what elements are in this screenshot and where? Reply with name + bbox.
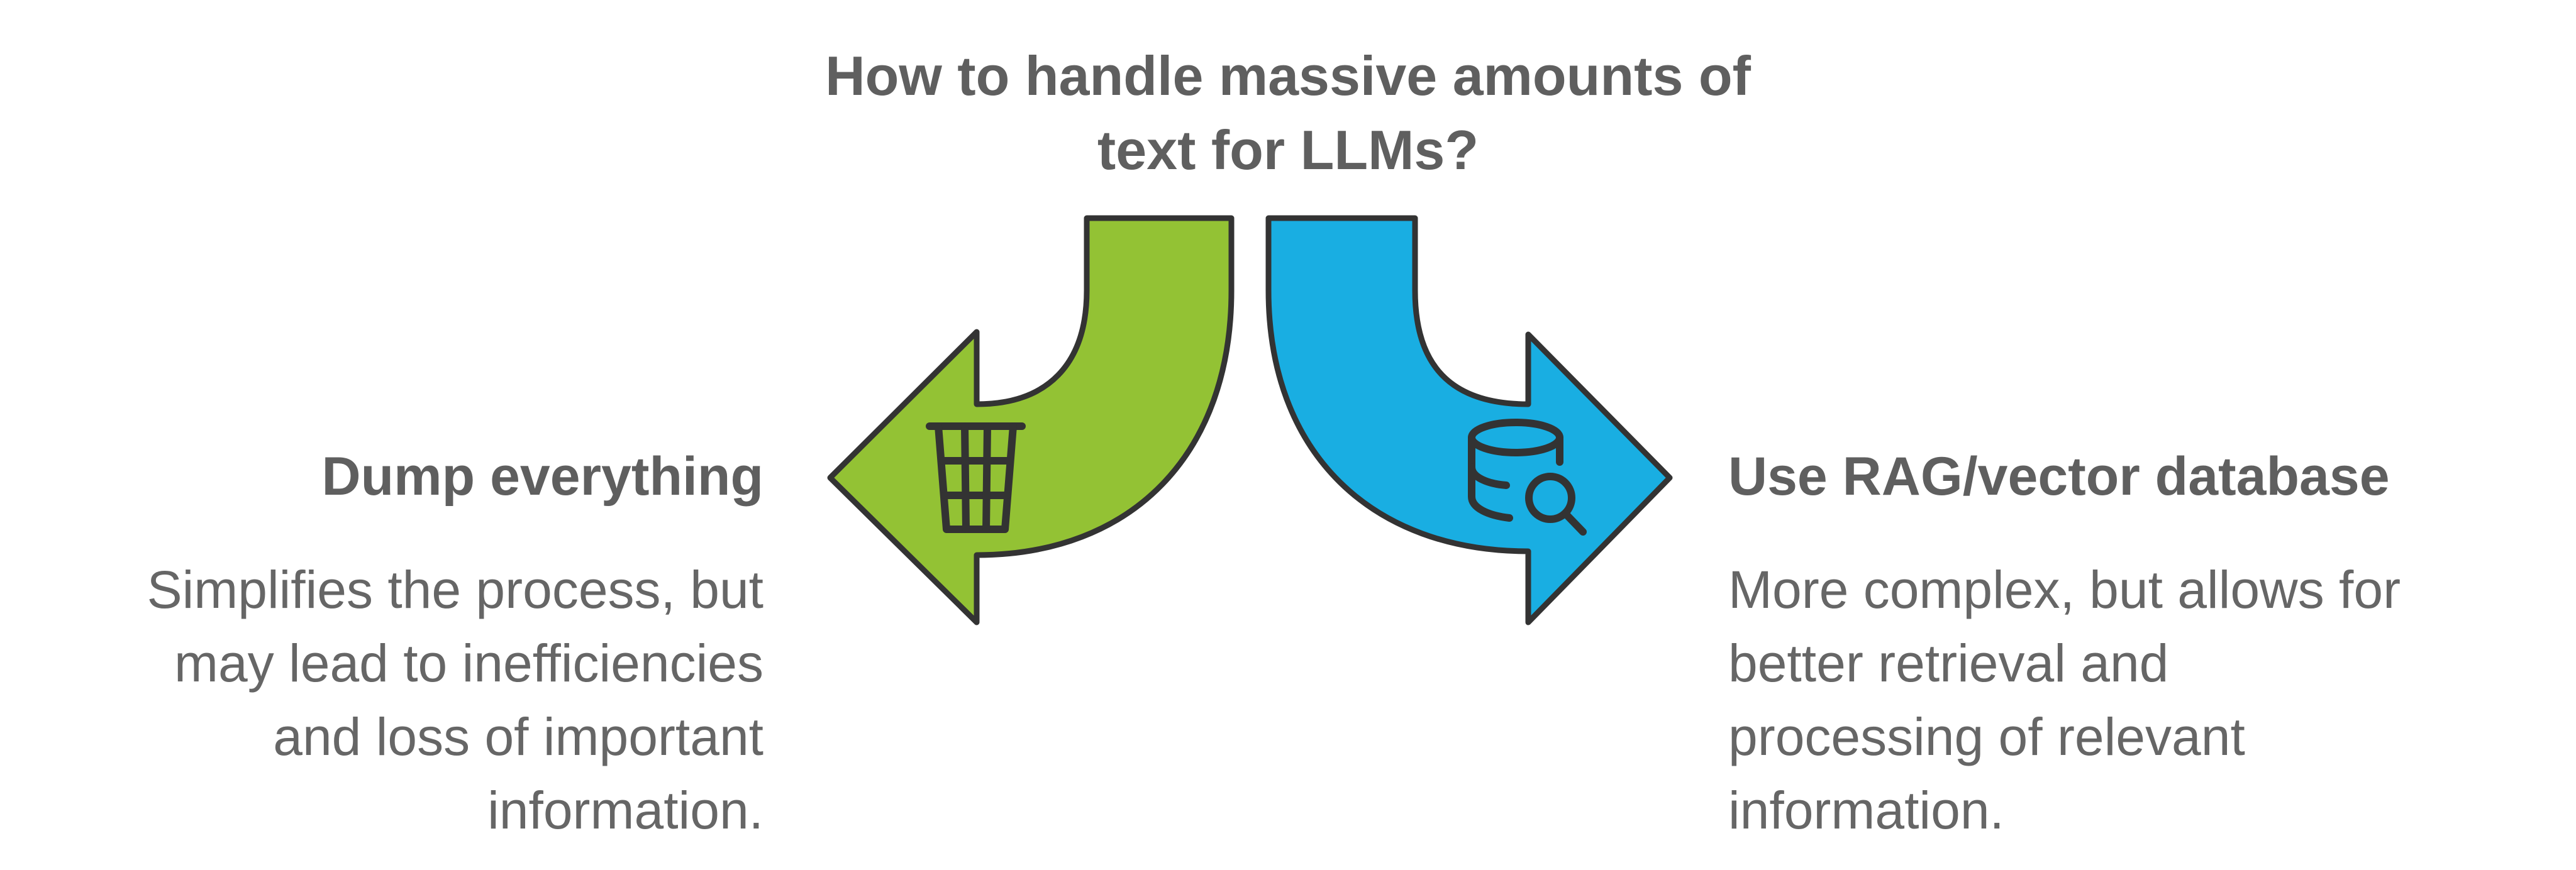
left-option-title: Dump everything [321, 446, 763, 507]
right-description-line: information. [1728, 781, 2004, 840]
left-description-line: Simplifies the process, but [147, 560, 763, 619]
right-option-title: Use RAG/vector database [1728, 446, 2390, 507]
left-option-description: Simplifies the process, but may lead to … [147, 553, 763, 847]
diagram-title: How to handle massive amounts of text fo… [659, 39, 1917, 187]
database-search-icon [1468, 419, 1587, 536]
left-description-line: and loss of important [273, 707, 763, 766]
right-arrow [1265, 215, 1673, 625]
left-description-line: may lead to inefficiencies [174, 634, 763, 693]
left-description-line: information. [487, 781, 763, 840]
right-description-line: better retrieval and [1728, 634, 2169, 693]
title-line-1: How to handle massive amounts of [825, 45, 1751, 107]
right-description-line: More complex, but allows for [1728, 560, 2401, 619]
right-description-line: processing of relevant [1728, 707, 2245, 766]
right-option-description: More complex, but allows for better retr… [1728, 553, 2401, 847]
trash-bin-icon [926, 422, 1026, 533]
left-arrow [827, 215, 1235, 625]
title-line-2: text for LLMs? [1097, 119, 1479, 181]
